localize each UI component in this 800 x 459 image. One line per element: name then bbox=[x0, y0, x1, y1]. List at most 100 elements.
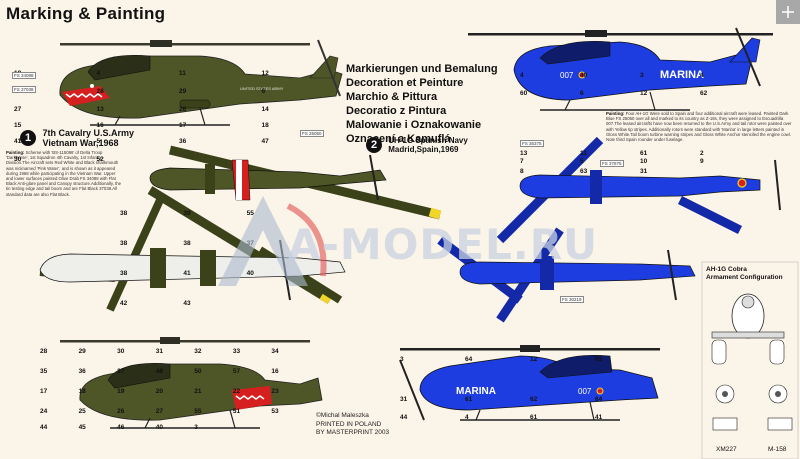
callout-number: 24 bbox=[40, 408, 48, 415]
callout-number: 31 bbox=[640, 168, 648, 175]
callout-number: 36 bbox=[78, 368, 86, 375]
callout-number: 35 bbox=[40, 368, 48, 375]
tail-fin bbox=[309, 55, 339, 79]
callout-number: 64 bbox=[465, 356, 473, 363]
armament-title: AH-1G Cobra Armament Configuration bbox=[706, 266, 783, 281]
callout-number: 27 bbox=[155, 408, 163, 415]
scheme2-header: 2 UH-1G Spanish Navy Madrid,Spain,1969 bbox=[366, 136, 468, 154]
callout-number: 6 bbox=[261, 88, 266, 95]
callout-number: 11 bbox=[179, 70, 186, 77]
callout-number: 63 bbox=[580, 168, 588, 175]
callout-number: 38 bbox=[183, 240, 191, 247]
callout-number: 30 bbox=[117, 348, 125, 355]
callout-number: 40 bbox=[246, 270, 254, 277]
callout-number: 17 bbox=[179, 122, 187, 129]
callout-number: 16 bbox=[96, 122, 104, 129]
scheme1-painting-text: Painting: Scheme with 'BS-115086' of Del… bbox=[6, 150, 122, 196]
callout-number: 18 bbox=[78, 388, 86, 395]
callout-number: 33 bbox=[232, 348, 241, 355]
scheme2-number-badge: 2 bbox=[366, 137, 382, 153]
callout-number: 44 bbox=[400, 414, 408, 421]
callout-number: 38 bbox=[120, 210, 128, 217]
fuselage bbox=[149, 167, 387, 191]
callout-number: 27 bbox=[14, 106, 22, 113]
title-it: Marchio & Pittura bbox=[346, 91, 438, 103]
scheme1-header: 1 7th Cavalry U.S.Army Vietnam War,1968 bbox=[20, 128, 134, 148]
title-de: Markierungen und Bemalung bbox=[346, 63, 498, 75]
callout-number: 40 bbox=[580, 72, 588, 79]
sheet-title: Marking & Painting bbox=[6, 4, 166, 23]
scheme1-place: Vietnam War,1968 bbox=[42, 138, 119, 148]
close-icon[interactable] bbox=[776, 0, 800, 24]
blue-cobra-top-view bbox=[496, 136, 781, 244]
callout-number: 26 bbox=[117, 408, 125, 415]
marina-text-bottom: MARINA bbox=[456, 386, 496, 397]
scheme2-painting-text: Painting: Four AH-1G Were sold to Spain … bbox=[606, 111, 792, 143]
shark-teeth bbox=[65, 93, 103, 98]
callout-number: 50 bbox=[194, 368, 202, 375]
army-text: UNITED STATES ARMY bbox=[240, 86, 284, 91]
callout-number: 62 bbox=[530, 396, 538, 403]
callout-number: 2 bbox=[700, 150, 704, 157]
callout-number: 38 bbox=[120, 240, 128, 247]
blue-cobra-side-view-bottom: MARINA 007 bbox=[399, 345, 660, 421]
callout-number: 61 bbox=[530, 414, 538, 421]
callout-number: 5 bbox=[580, 158, 584, 165]
callout-number: 12 bbox=[530, 356, 538, 363]
callout-number: 15 bbox=[14, 122, 22, 129]
callout-number: 6 bbox=[580, 90, 584, 97]
callout-number: 28 bbox=[96, 88, 104, 95]
callout-number: 29 bbox=[179, 88, 187, 95]
callout-number: 41 bbox=[595, 414, 603, 421]
callout-number: 41 bbox=[14, 138, 22, 145]
rotor-hub bbox=[585, 30, 607, 37]
callout-number: 18 bbox=[261, 122, 269, 129]
spanish-roundel bbox=[578, 71, 586, 79]
callout-number: 25 bbox=[78, 408, 86, 415]
fs-color-code: FS 30219 bbox=[560, 296, 584, 303]
callout-number: 61 bbox=[640, 150, 648, 157]
callout-number: 13 bbox=[520, 150, 528, 157]
callout-number: 14 bbox=[261, 106, 269, 113]
callout-number: 40 bbox=[155, 424, 163, 431]
callout-number: 4 bbox=[520, 72, 524, 79]
callout-number: 52 bbox=[96, 156, 104, 163]
callout-number: 13 bbox=[96, 106, 104, 113]
blue-cobra-side-view-top: 007 MARINA bbox=[468, 27, 773, 111]
fs-color-code: FS 37875 bbox=[600, 160, 624, 167]
callout-number: 4 bbox=[96, 70, 101, 77]
callout-number: 3 bbox=[400, 356, 404, 363]
callout-number: 37 bbox=[117, 368, 125, 375]
olive-cobra-side-view-bottom bbox=[60, 337, 323, 429]
callout-number: 42 bbox=[120, 300, 128, 307]
callout-number: 44 bbox=[40, 424, 48, 431]
callout-number: 61 bbox=[465, 396, 473, 403]
callout-number: 21 bbox=[194, 388, 202, 395]
callout-number: 57 bbox=[232, 368, 241, 375]
fs-color-code: FS 34088 bbox=[12, 72, 36, 79]
callout-number: 48 bbox=[155, 368, 163, 375]
callout-number: 46 bbox=[117, 424, 125, 431]
scheme2-text: Four AH-1G Were sold to Spain and four a… bbox=[606, 111, 792, 143]
armament-ref-right: M-158 bbox=[768, 446, 787, 453]
armament-config-box bbox=[701, 261, 799, 459]
callout-number: 45 bbox=[78, 424, 86, 431]
callout-number: 7 bbox=[520, 158, 524, 165]
callout-number: 47 bbox=[261, 138, 269, 145]
callout-number: 31 bbox=[155, 348, 163, 355]
callout-number: 31 bbox=[400, 396, 408, 403]
armament-ref-left: XM227 bbox=[716, 446, 737, 453]
callout-number: 34 bbox=[271, 348, 279, 355]
callout-number: 17 bbox=[40, 388, 48, 395]
fuselage bbox=[519, 174, 761, 199]
callout-number: 53 bbox=[271, 408, 279, 415]
watermark-text: A-MODEL.RU bbox=[288, 220, 599, 269]
roundel bbox=[737, 178, 747, 188]
callout-number: 12 bbox=[640, 90, 648, 97]
callout-number: 60 bbox=[520, 90, 528, 97]
title-fr: Decoration et Peinture bbox=[346, 77, 464, 89]
callout-number: 32 bbox=[194, 348, 202, 355]
callout-number: 36 bbox=[179, 138, 187, 145]
